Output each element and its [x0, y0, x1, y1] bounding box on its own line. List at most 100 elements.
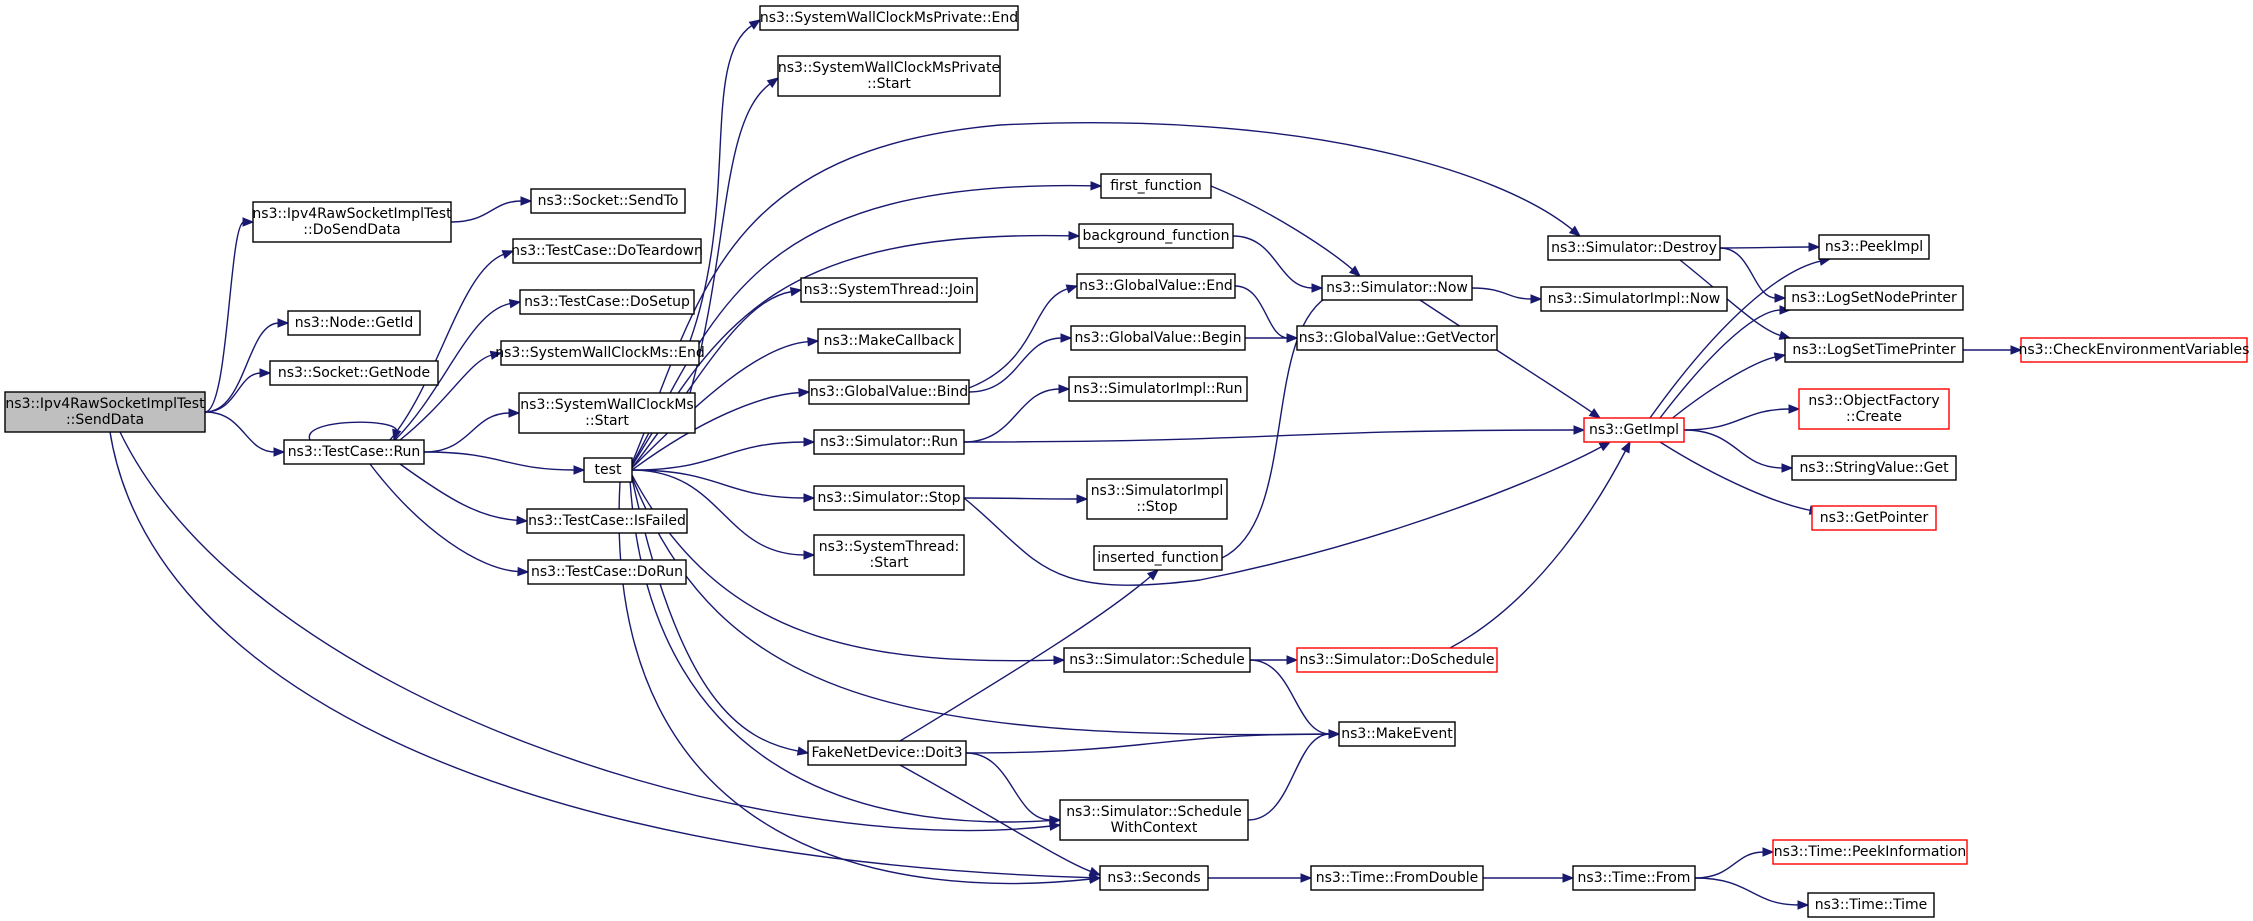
edge-line — [631, 441, 806, 471]
node-senddata[interactable]: ns3::Ipv4RawSocketImplTest::SendData — [4, 391, 206, 433]
node-ststart[interactable]: ns3::SystemThread::Start — [813, 534, 965, 576]
arrowhead-icon — [1068, 231, 1081, 241]
node-box — [1807, 892, 1935, 918]
node-simschedule[interactable]: ns3::Simulator::Schedule — [1063, 647, 1251, 673]
node-seconds[interactable]: ns3::Seconds — [1099, 865, 1209, 891]
node-swcpstart[interactable]: ns3::SystemWallClockMsPrivate::Start — [777, 55, 1001, 97]
node-box — [1063, 647, 1251, 673]
arrowhead-icon — [1530, 294, 1543, 304]
edge-getimpl-to-logtime — [1669, 352, 1787, 421]
node-setup[interactable]: ns3::TestCase::DoSetup — [519, 289, 695, 315]
node-simnow[interactable]: ns3::Simulator::Now — [1321, 275, 1473, 301]
node-gvbind[interactable]: ns3::GlobalValue::Bind — [808, 379, 970, 405]
edge-senddata-to-dosenddata — [204, 217, 255, 413]
node-gvbegin[interactable]: ns3::GlobalValue::Begin — [1070, 325, 1246, 351]
node-stringget[interactable]: ns3::StringValue::Get — [1791, 455, 1957, 481]
node-tcrun[interactable]: ns3::TestCase::Run — [283, 439, 425, 465]
node-timetime[interactable]: ns3::Time::Time — [1807, 892, 1935, 918]
edge-test-to-seconds — [618, 481, 1102, 885]
edge-line — [631, 391, 801, 471]
edge-line — [965, 752, 1052, 821]
edge-line — [204, 372, 262, 413]
node-doschedule[interactable]: ns3::Simulator::DoSchedule — [1296, 647, 1498, 673]
node-simstop[interactable]: ns3::Simulator::Stop — [813, 485, 965, 511]
edge-line — [204, 411, 276, 453]
node-peekinfo[interactable]: ns3::Time::PeekInformation — [1772, 839, 1968, 865]
edge-test-to-simschedule — [631, 474, 1066, 665]
node-logtime[interactable]: ns3::LogSetTimePrinter — [1784, 337, 1964, 363]
node-simimplrun[interactable]: ns3::SimulatorImpl::Run — [1068, 376, 1248, 402]
node-getid[interactable]: ns3::Node::GetId — [287, 310, 421, 336]
node-label: ns3::Time::From — [1578, 870, 1691, 886]
arrowhead-icon — [766, 77, 780, 88]
node-inserted[interactable]: inserted_function — [1093, 545, 1223, 571]
node-swcpend[interactable]: ns3::SystemWallClockMsPrivate::End — [759, 5, 1019, 31]
node-gvgetvector[interactable]: ns3::GlobalValue::GetVector — [1296, 325, 1498, 351]
node-fromdouble[interactable]: ns3::Time::FromDouble — [1310, 865, 1484, 891]
node-box — [1296, 647, 1498, 673]
node-checkenv[interactable]: ns3::CheckEnvironmentVariables — [2019, 337, 2250, 363]
node-box — [1547, 235, 1721, 261]
node-test[interactable]: test — [583, 457, 633, 483]
edge-line — [1659, 441, 1812, 512]
node-box — [1093, 545, 1223, 571]
node-box — [500, 340, 700, 366]
edge-line — [1471, 287, 1533, 300]
node-sendto[interactable]: ns3::Socket::SendTo — [530, 188, 686, 214]
node-doit3[interactable]: FakeNetDevice::Doit3 — [807, 740, 967, 766]
edge-fromdouble-to-timefrom — [1483, 873, 1575, 883]
node-box — [800, 277, 978, 303]
edge-senddata-to-getid — [204, 318, 290, 413]
node-teardown[interactable]: ns3::TestCase::DoTeardown — [511, 238, 703, 264]
node-getimpl[interactable]: ns3::GetImpl — [1583, 417, 1685, 443]
node-label: ns3::Simulator::Stop — [817, 490, 960, 506]
node-dorun[interactable]: ns3::TestCase::DoRun — [527, 559, 687, 585]
node-label: ns3::SystemWallClockMsPrivate::End — [760, 10, 1018, 26]
node-label: ns3::Ipv4RawSocketImplTest — [5, 396, 205, 412]
node-box — [269, 360, 439, 386]
node-simimplstop[interactable]: ns3::SimulatorImpl::Stop — [1086, 478, 1228, 520]
arrowhead-icon — [516, 515, 529, 526]
node-box — [1338, 721, 1456, 747]
edge-dosenddata-to-sendto — [450, 196, 533, 223]
node-objfactory[interactable]: ns3::ObjectFactory::Create — [1798, 388, 1950, 430]
node-peekimpl[interactable]: ns3::PeekImpl — [1818, 234, 1930, 260]
node-box — [1784, 337, 1964, 363]
arrowhead-icon — [242, 217, 255, 227]
node-isfailed[interactable]: ns3::TestCase::IsFailed — [526, 508, 688, 534]
node-swcend[interactable]: ns3::SystemWallClockMs::End — [495, 340, 705, 366]
node-getnode[interactable]: ns3::Socket::GetNode — [269, 360, 439, 386]
node-gvend[interactable]: ns3::GlobalValue::End — [1076, 273, 1236, 299]
node-simimplnow[interactable]: ns3::SimulatorImpl::Now — [1540, 286, 1728, 312]
edge-simnow-to-getimpl — [1419, 299, 1602, 419]
arrowhead-icon — [1060, 333, 1073, 343]
node-background[interactable]: background_function — [1078, 223, 1234, 249]
node-box — [1068, 376, 1248, 402]
node-simdestroy[interactable]: ns3::Simulator::Destroy — [1547, 235, 1721, 261]
node-label: ns3::GlobalValue::GetVector — [1299, 330, 1496, 346]
node-label: ns3::ObjectFactory — [1808, 393, 1939, 409]
node-box — [1099, 865, 1209, 891]
node-getpointer[interactable]: ns3::GetPointer — [1811, 505, 1937, 531]
node-box — [1076, 273, 1236, 299]
edge-seconds-to-fromdouble — [1208, 873, 1313, 883]
node-label: inserted_function — [1097, 550, 1219, 566]
edge-tcrun-to-test — [423, 451, 586, 475]
node-timefrom[interactable]: ns3::Time::From — [1572, 865, 1696, 891]
arrowhead-icon — [1058, 384, 1071, 394]
node-dosenddata[interactable]: ns3::Ipv4RawSocketImplTest::DoSendData — [252, 201, 452, 243]
node-simrun[interactable]: ns3::Simulator::Run — [813, 429, 965, 455]
node-lognode[interactable]: ns3::LogSetNodePrinter — [1784, 285, 1964, 311]
node-first[interactable]: first_function — [1100, 173, 1212, 199]
node-makecb[interactable]: ns3::MakeCallback — [817, 328, 961, 354]
node-box — [1070, 325, 1246, 351]
node-label: WithContext — [1111, 820, 1198, 836]
arrowhead-icon — [1286, 333, 1299, 343]
node-makeevent[interactable]: ns3::MakeEvent — [1338, 721, 1456, 747]
node-swcstart[interactable]: ns3::SystemWallClockMs::Start — [518, 392, 696, 434]
node-box — [1100, 173, 1212, 199]
edge-timefrom-to-timetime — [1694, 877, 1810, 910]
arrowhead-icon — [1053, 655, 1066, 665]
node-stjoin[interactable]: ns3::SystemThread::Join — [800, 277, 978, 303]
